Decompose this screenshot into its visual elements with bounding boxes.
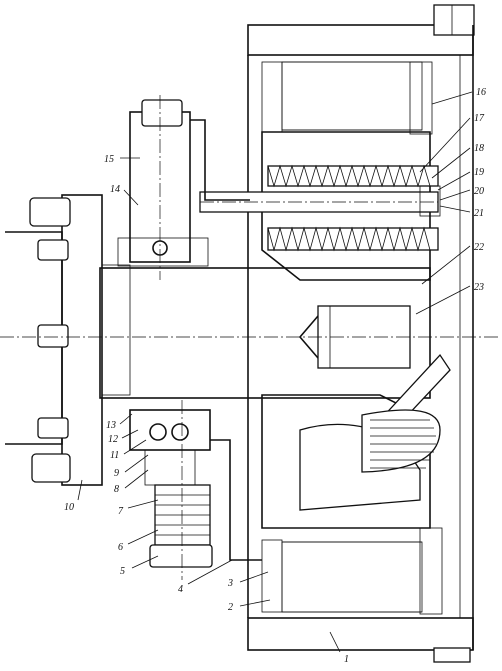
- leader-lines: [77, 91, 473, 653]
- friction-disc-pack-upper: [261, 61, 433, 135]
- callout-2: 2: [228, 602, 233, 613]
- callout-22: 22: [474, 242, 484, 253]
- callout-14: 14: [110, 184, 120, 195]
- callout-18: 18: [474, 143, 484, 154]
- through-bolt: [199, 185, 441, 217]
- release-springs-upper: [267, 164, 439, 252]
- callout-21: 21: [474, 208, 484, 219]
- friction-disc-pack-lower: [261, 527, 443, 615]
- callout-20: 20: [474, 186, 484, 197]
- callout-8: 8: [114, 484, 119, 495]
- callout-15: 15: [104, 154, 114, 165]
- main-shaft: [99, 267, 431, 399]
- callout-12: 12: [108, 434, 118, 445]
- callout-labels: 1 2 3 4 5 6 7 8 9 10 11 12 13 14 15 16 1…: [64, 87, 486, 665]
- callout-4: 4: [178, 584, 183, 595]
- callout-11: 11: [110, 450, 119, 461]
- release-collar-lower: [129, 409, 262, 568]
- release-collar-upper: [117, 99, 250, 267]
- callout-9: 9: [114, 468, 119, 479]
- callout-17: 17: [474, 113, 485, 124]
- callout-23: 23: [474, 282, 484, 293]
- callout-13: 13: [106, 420, 116, 431]
- callout-3: 3: [227, 578, 233, 589]
- callout-6: 6: [118, 542, 123, 553]
- callout-10: 10: [64, 502, 74, 513]
- drum-housing: [247, 4, 475, 663]
- callout-5: 5: [120, 566, 125, 577]
- callout-19: 19: [474, 167, 484, 178]
- callout-16: 16: [476, 87, 486, 98]
- callout-1: 1: [344, 654, 349, 665]
- release-springs-lower: [361, 353, 451, 473]
- flange-bolts: [29, 197, 71, 483]
- callout-7: 7: [118, 506, 124, 517]
